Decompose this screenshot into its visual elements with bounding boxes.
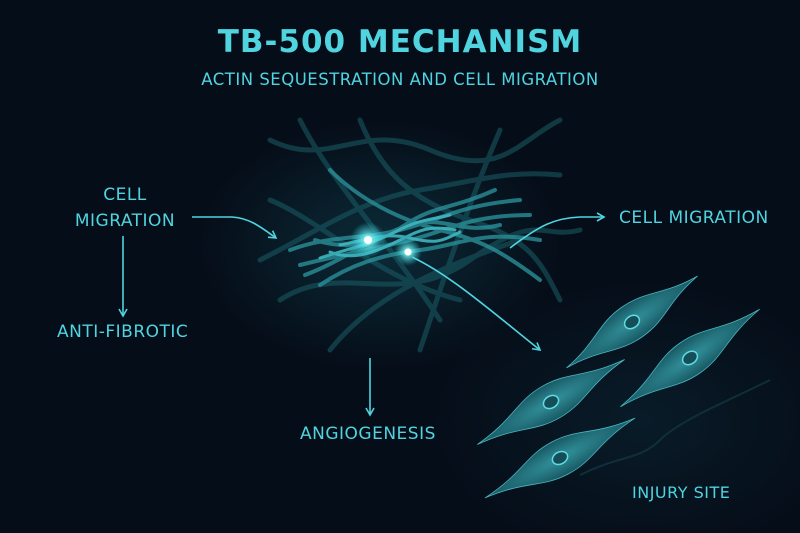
label-cell-migration-left: CELL MIGRATION bbox=[74, 185, 176, 231]
diagram-title: TB-500 MECHANISM bbox=[217, 24, 583, 60]
migrating-cells bbox=[477, 275, 771, 499]
label-injury-site: INJURY SITE bbox=[632, 483, 731, 502]
arrow-to-cells bbox=[411, 256, 542, 352]
label-anti-fibrotic: ANTI-FIBROTIC bbox=[57, 322, 189, 342]
arrow-center-to-right bbox=[509, 212, 606, 249]
diagram-subtitle: ACTIN SEQUESTRATION AND CELL MIGRATION bbox=[201, 70, 599, 89]
label-cell-migration-right: CELL MIGRATION bbox=[619, 208, 769, 228]
actin-filaments bbox=[257, 117, 583, 353]
flow-arrows bbox=[118, 212, 606, 417]
label-angiogenesis: ANGIOGENESIS bbox=[300, 424, 436, 444]
arrow-left-to-center bbox=[192, 216, 278, 239]
